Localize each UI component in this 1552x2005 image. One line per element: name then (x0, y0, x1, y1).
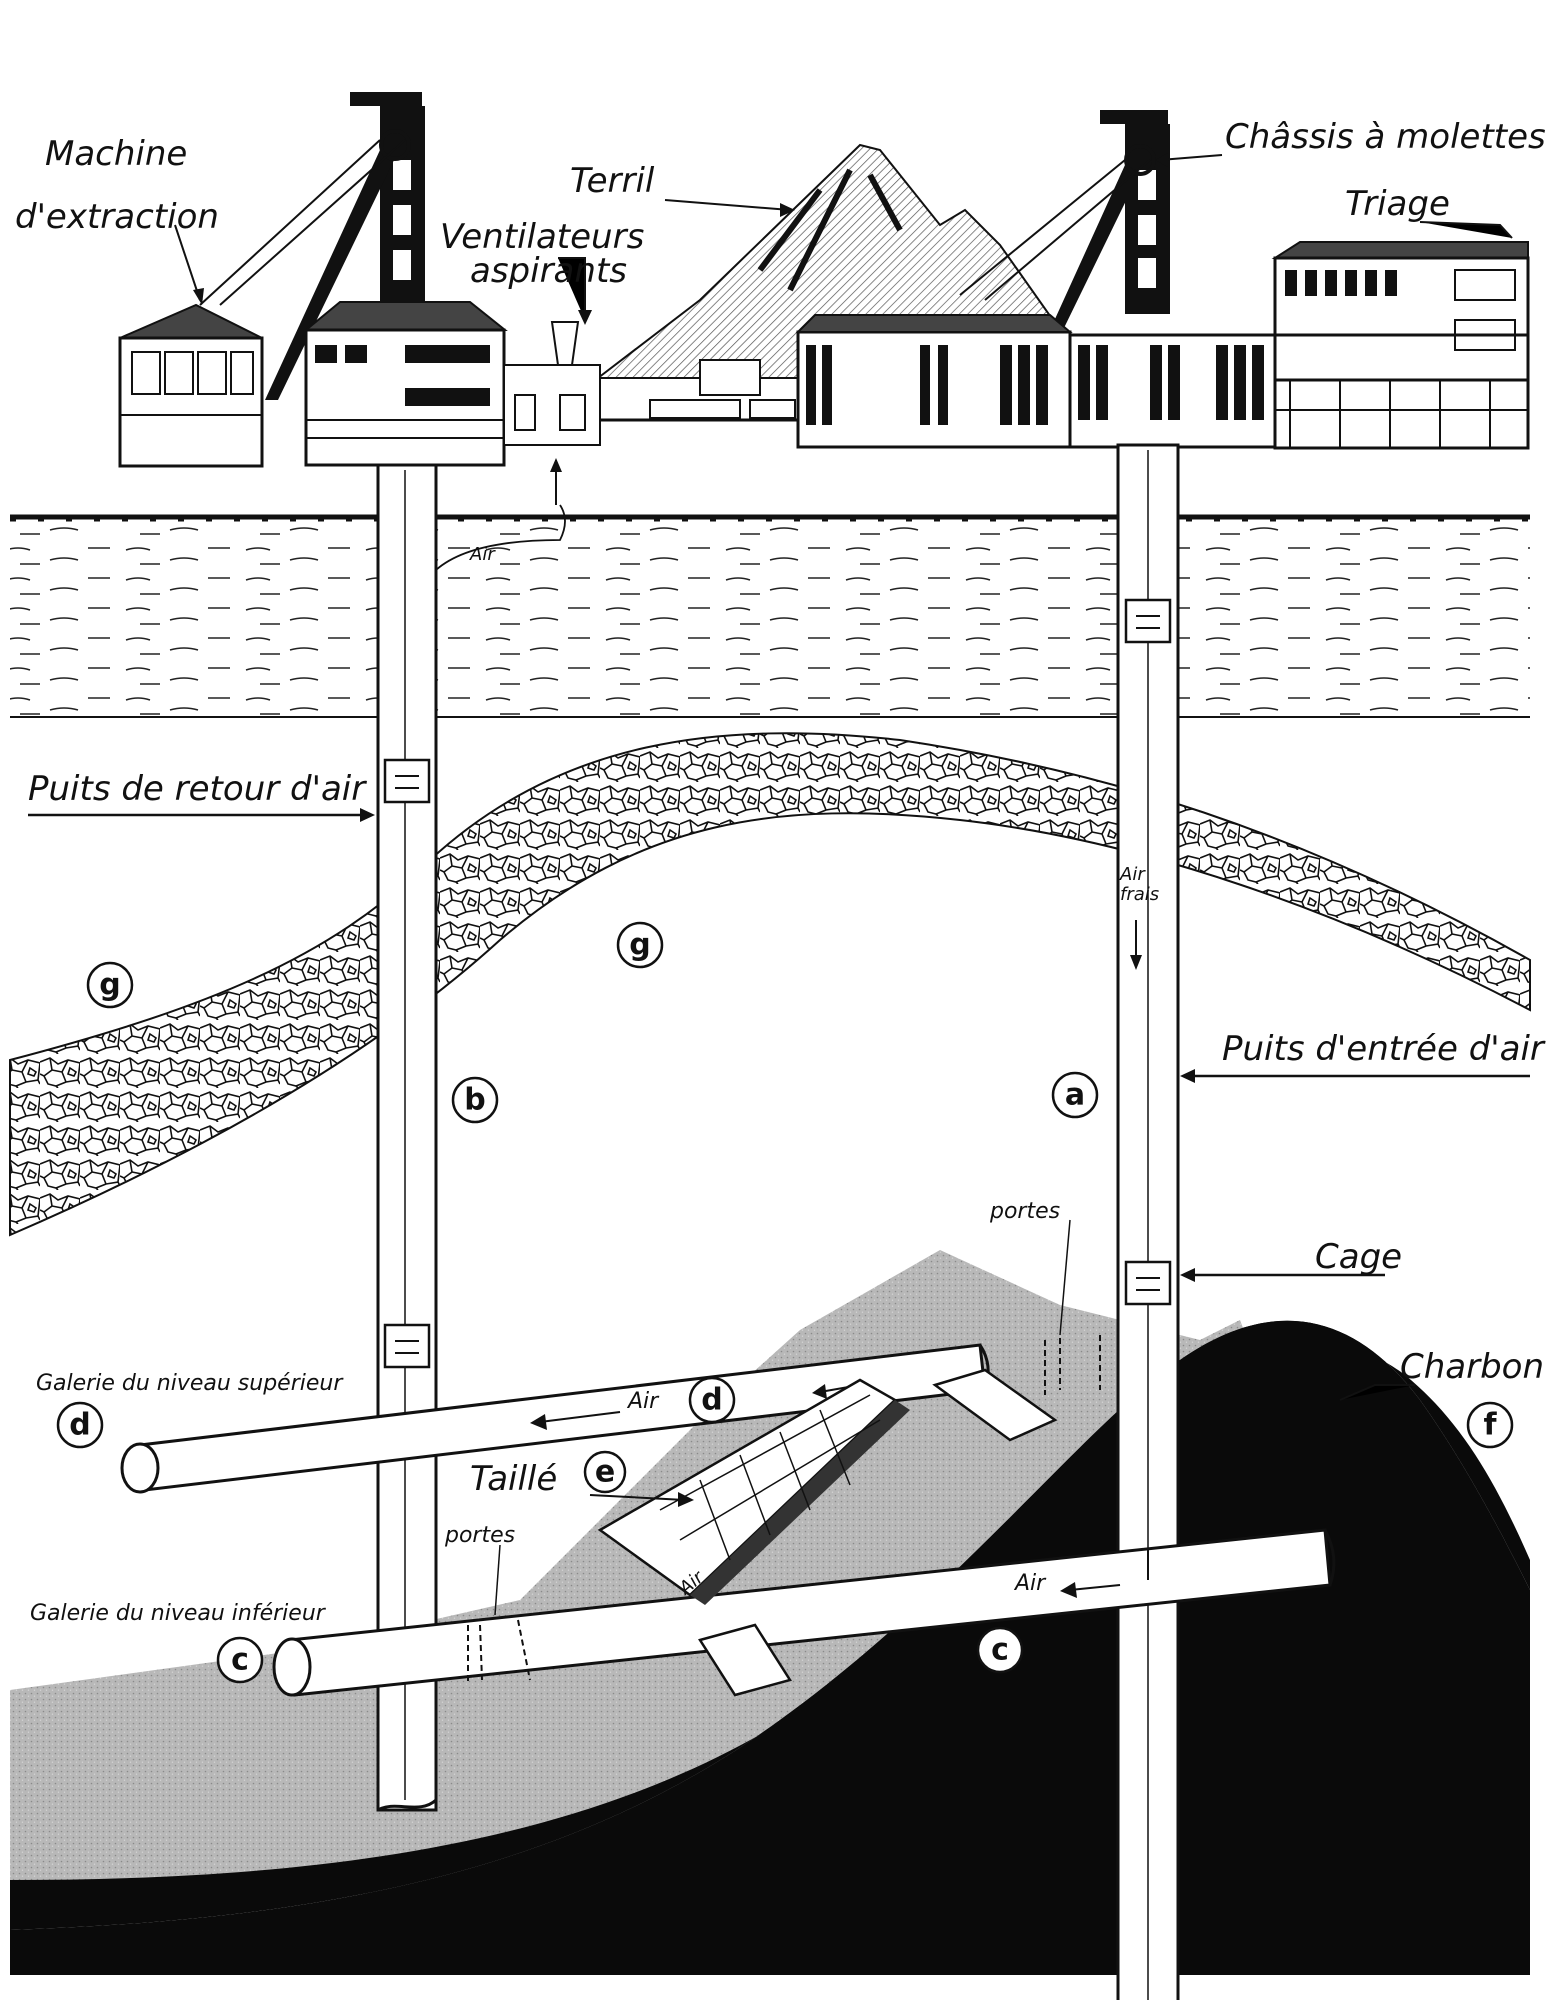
surface-installations (118, 92, 1530, 468)
label-cage: Cage (1315, 1237, 1402, 1277)
circled-markers: g g b a d d e f (56, 921, 1514, 1684)
marker-c-left: c (216, 1636, 264, 1684)
marker-e: e (583, 1450, 627, 1494)
headframe-right (959, 110, 1170, 330)
cage-right-lower (1124, 1260, 1172, 1306)
label-portes-upper: portes (989, 1199, 1060, 1224)
svg-text:d: d (69, 1408, 90, 1443)
label-air-upper: Air (626, 1389, 660, 1414)
label-puits-retour: Puits de retour d'air (28, 769, 367, 809)
shaft-entree-air (1116, 443, 1180, 2005)
label-taille: Taillé (470, 1459, 557, 1499)
label-portes-lower: portes (444, 1523, 515, 1548)
taille-coal-face (589, 1378, 910, 1605)
doors-upper (1044, 1219, 1101, 1395)
marker-g-center: g (616, 921, 664, 969)
label-machine-line1: Machine (45, 134, 187, 174)
marker-d-center: d (688, 1376, 736, 1424)
triage-building (1271, 241, 1530, 450)
marker-g-left: g (86, 961, 134, 1009)
label-air-lower: Air (1013, 1571, 1047, 1596)
svg-text:a: a (1065, 1078, 1085, 1113)
doors-lower (467, 1544, 531, 1685)
label-terril: Terril (570, 161, 655, 201)
gallery-upper (120, 1343, 1058, 1494)
label-air-frais-line1: Air (1119, 864, 1146, 885)
label-triage: Triage (1345, 184, 1450, 224)
marker-b: b (451, 1076, 499, 1124)
rock-shaded-zone (10, 1250, 1270, 1925)
label-charbon: Charbon (1400, 1347, 1544, 1387)
label-ventilateurs-line1: Ventilateurs (440, 217, 644, 257)
svg-text:e: e (595, 1455, 615, 1490)
label-machine-line2: d'extraction (15, 197, 219, 237)
cage-left-lower (383, 1323, 431, 1369)
label-puits-entree: Puits d'entrée d'air (1222, 1029, 1546, 1069)
svg-text:g: g (629, 928, 650, 963)
marker-c-right: c (976, 1626, 1024, 1674)
labels: Machine d'extraction Terril Châssis à mo… (15, 117, 1546, 1626)
headframe-left (199, 92, 425, 400)
svg-text:d: d (701, 1383, 722, 1418)
marker-a: a (1051, 1071, 1099, 1119)
left-shaft-building (303, 301, 508, 467)
shaft-retour-air (376, 458, 566, 1812)
label-galerie-inf: Galerie du niveau inférieur (30, 1601, 327, 1626)
cage-left-upper (383, 758, 431, 804)
svg-text:b: b (464, 1083, 485, 1118)
label-ventilateurs-line2: aspirants (470, 251, 627, 291)
ground-layers (9, 514, 1531, 1975)
right-shaft-buildings (795, 314, 1292, 449)
label-chassis: Châssis à molettes (1225, 117, 1546, 157)
svg-text:f: f (1483, 1408, 1497, 1443)
taille-pointer (589, 1494, 686, 1501)
svg-text:c: c (231, 1643, 249, 1678)
label-galerie-sup: Galerie du niveau supérieur (36, 1371, 344, 1396)
label-air-frais-line2: frais (1120, 884, 1159, 905)
pointer-lines (28, 153, 1530, 1401)
marker-f: f (1466, 1401, 1514, 1449)
ventilator-building (503, 321, 601, 446)
label-air-return: Air (469, 544, 496, 565)
gallery-lower (272, 1528, 1336, 1697)
svg-text:g: g (99, 968, 120, 1003)
aquifer-layer (10, 522, 1530, 717)
cage-right-upper (1124, 598, 1172, 644)
marker-d-left: d (56, 1401, 104, 1449)
rail-wagons (600, 359, 800, 422)
extraction-machine-building (118, 303, 264, 468)
conglomerate-band (9, 732, 1531, 1237)
svg-text:c: c (991, 1633, 1009, 1668)
